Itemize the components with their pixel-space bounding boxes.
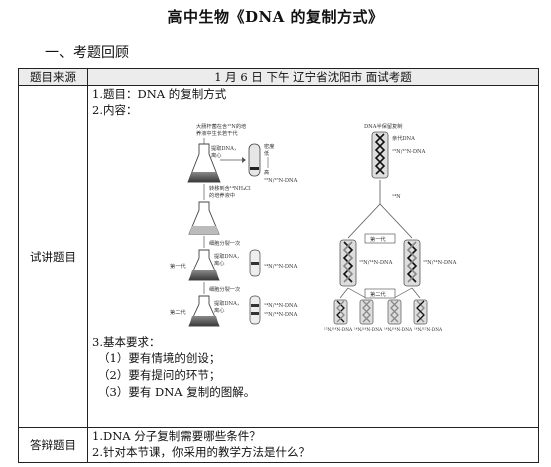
svg-text:¹⁴N/¹⁵N-DNA: ¹⁴N/¹⁵N-DNA [414,327,443,333]
svg-text:¹⁵N/¹⁴N-DNA: ¹⁵N/¹⁴N-DNA [264,312,298,318]
source-value: 1 月 6 日 下午 辽宁省沈阳市 面试考题 [87,68,539,86]
svg-text:¹⁵N/¹⁵N-DNA: ¹⁵N/¹⁵N-DNA [264,178,298,184]
defense-question: 1.DNA 分子复制需要哪些条件？ [92,429,261,443]
svg-text:第二代: 第二代 [370,290,386,298]
dna-helix-icon [371,131,389,179]
svg-text:¹⁵N/¹⁴N-DNA: ¹⁵N/¹⁴N-DNA [423,260,457,266]
lecture-label: 试讲题目 [18,85,88,428]
figure-area: 大肠杆菌在含¹⁵N的培 养液中生长若干代 提取DNA， 离心 [92,118,534,334]
defense-row: 答辩题目 1.DNA 分子复制需要哪些条件？ 2.针对本节课，你采用的教学方法是… [18,427,539,463]
svg-text:离心: 离心 [214,259,224,267]
svg-text:提取DNA，: 提取DNA， [214,299,242,307]
defense-content: 1.DNA 分子复制需要哪些条件？ 2.针对本节课，你采用的教学方法是什么？ [87,427,539,463]
svg-text:¹⁵N/¹⁵N-DNA: ¹⁵N/¹⁵N-DNA [392,149,426,155]
section-heading: 一、考题回顾 [45,45,129,61]
svg-text:细胞分裂一次: 细胞分裂一次 [209,239,240,247]
requirement-item: （2）要有提问的环节； [98,368,221,382]
flask-icon [187,143,221,183]
svg-text:¹⁴N/¹⁵N-DNA: ¹⁴N/¹⁵N-DNA [264,264,298,270]
svg-text:养液中生长若干代: 养液中生长若干代 [196,129,238,137]
svg-text:密度: 密度 [264,142,274,150]
defense-label: 答辩题目 [18,427,88,463]
centrifuge-tube-icon [248,143,261,177]
source-label: 题目来源 [18,68,88,86]
svg-text:细胞分裂一次: 细胞分裂一次 [209,285,240,293]
defense-question: 2.针对本节课，你采用的教学方法是什么？ [92,445,310,459]
svg-text:第一代: 第一代 [170,262,186,270]
flask-icon [188,201,220,235]
document-title: 高中生物《DNA 的复制方式》 [167,8,384,26]
svg-text:转移到含¹⁴NH₄Cl: 转移到含¹⁴NH₄Cl [209,184,251,192]
svg-text:第二代: 第二代 [170,308,186,316]
content-line: 2.内容： [92,103,138,117]
svg-text:亲代DNA: 亲代DNA [392,134,415,142]
svg-text:提取DNA，: 提取DNA， [214,252,242,260]
requirement-item: （3）要有 DNA 复制的图解。 [98,385,256,399]
dna-replication-figure: 大肠杆菌在含¹⁵N的培 养液中生长若干代 提取DNA， 离心 [170,122,457,333]
dna-helix-icon [387,299,402,325]
svg-text:提取DNA，: 提取DNA， [211,144,239,152]
svg-text:¹⁴N/¹⁴N-DNA: ¹⁴N/¹⁴N-DNA [264,303,298,309]
svg-text:离心: 离心 [211,151,221,159]
svg-text:低: 低 [264,149,270,157]
dna-helix-icon [339,239,357,287]
svg-text:大肠杆菌在含¹⁵N的培: 大肠杆菌在含¹⁵N的培 [196,122,246,130]
dna-helix-icon [333,299,348,325]
svg-text:¹⁴N: ¹⁴N [392,194,401,200]
topic-line: 1.题目：DNA 的复制方式 [92,87,227,101]
svg-text:DNA半保留复制: DNA半保留复制 [364,122,402,130]
svg-text:¹⁴N/¹⁴N-DNA: ¹⁴N/¹⁴N-DNA [384,327,413,333]
svg-text:¹⁴N/¹⁴N-DNA: ¹⁴N/¹⁴N-DNA [354,327,383,333]
dna-helix-icon [403,239,421,287]
meselson-stahl-experiment: 大肠杆菌在含¹⁵N的培 养液中生长若干代 提取DNA， 离心 [170,122,298,327]
source-row: 题目来源 1 月 6 日 下午 辽宁省沈阳市 面试考题 [18,68,539,86]
svg-text:第一代: 第一代 [370,235,386,243]
lecture-row: 试讲题目 1.题目：DNA 的复制方式 2.内容： 大肠杆菌在含¹⁵N的培 养液… [18,85,539,428]
svg-text:¹⁵N/¹⁴N-DNA: ¹⁵N/¹⁴N-DNA [324,327,353,333]
dna-helix-icon [413,299,428,325]
svg-text:的培养液中: 的培养液中 [209,191,235,199]
flask-icon [188,295,220,327]
requirement-item: （1）要有情境的创设； [98,351,221,365]
svg-text:¹⁵N/¹⁴N-DNA: ¹⁵N/¹⁴N-DNA [359,260,393,266]
semi-conservative-diagram: DNA半保留复制 亲代DNA ¹⁵N/¹⁵N-DNA ¹⁴N [324,122,457,333]
requirements-heading: 3.基本要求： [92,335,161,349]
flask-icon [188,249,220,281]
svg-text:高: 高 [264,168,269,176]
exam-table: 题目来源 1 月 6 日 下午 辽宁省沈阳市 面试考题 试讲题目 1.题目：DN… [18,68,539,463]
svg-text:离心: 离心 [214,306,224,314]
lecture-content: 1.题目：DNA 的复制方式 2.内容： 大肠杆菌在含¹⁵N的培 养液中生长若干… [87,85,539,428]
dna-helix-icon [359,299,374,325]
